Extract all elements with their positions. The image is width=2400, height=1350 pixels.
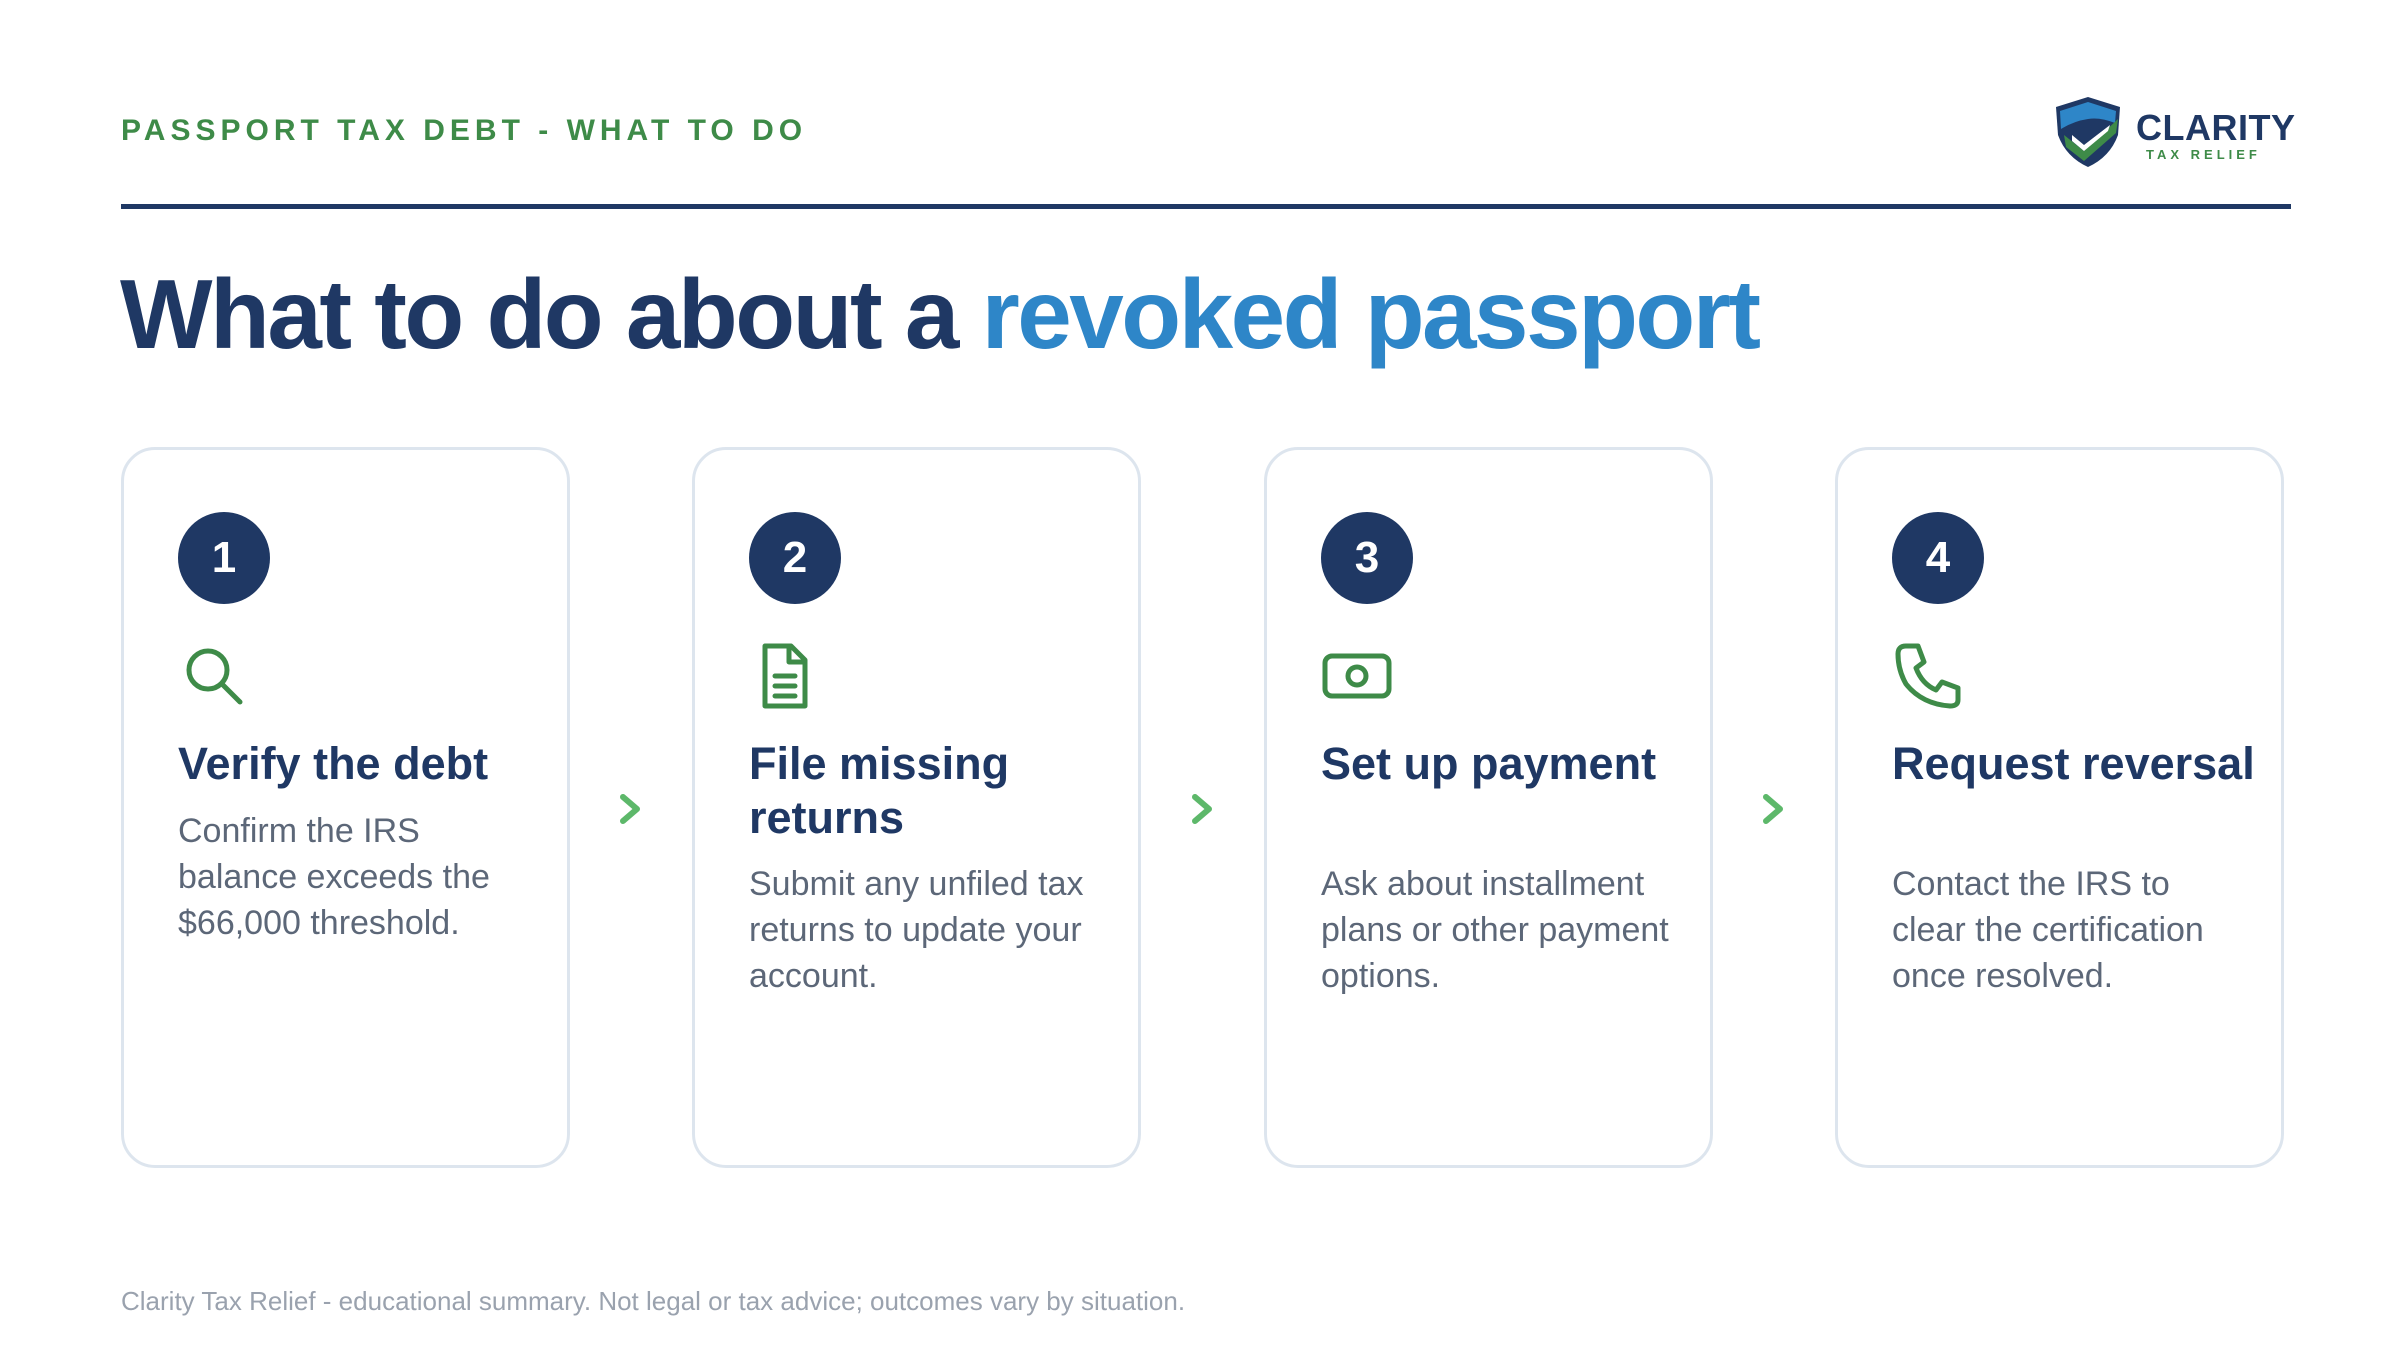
- clarity-logo: CLARITY TAX RELIEF: [2050, 95, 2295, 169]
- page-title-accent: revoked passport: [981, 259, 1761, 369]
- page-title: What to do about a revoked passport: [120, 258, 1761, 371]
- step-description: Confirm the IRS balance exceeds the $66,…: [178, 812, 490, 942]
- document-icon: [762, 643, 808, 709]
- header-divider: [121, 204, 2291, 209]
- step-title: File missing returns: [749, 738, 1010, 843]
- phone-icon: [1895, 643, 1961, 709]
- page-title-lead: What to do about a: [120, 259, 982, 369]
- money-icon: [1322, 653, 1392, 699]
- search-icon: [186, 648, 243, 705]
- chevron-right-icon: [1192, 794, 1212, 824]
- step-card-4: 4 Request reversal Contact the IRS to cl…: [1835, 447, 2284, 1168]
- step-title: Request reversal: [1892, 738, 2255, 789]
- step-number-badge: 1: [178, 512, 270, 604]
- step-number-badge: 2: [749, 512, 841, 604]
- step-title: Set up payment: [1321, 738, 1657, 789]
- step-card-1: 1 Verify the debt Confirm the IRS balanc…: [121, 447, 570, 1168]
- logo-wordmark: CLARITY: [2136, 107, 2296, 148]
- step-description: Ask about installment plans or other pay…: [1321, 865, 1669, 995]
- step-card-2: 2 File missing returns Submit any unfile…: [692, 447, 1141, 1168]
- chevron-right-icon: [620, 794, 640, 824]
- step-number-badge: 3: [1321, 512, 1413, 604]
- step-number-badge: 4: [1892, 512, 1984, 604]
- shield-check-icon: [2056, 97, 2120, 167]
- eyebrow-label: PASSPORT TAX DEBT - WHAT TO DO: [121, 114, 808, 147]
- chevron-right-icon: [1763, 794, 1783, 824]
- step-title: Verify the debt: [178, 738, 489, 789]
- step-card-3: 3 Set up payment Ask about installment p…: [1264, 447, 1713, 1168]
- logo-subtitle: TAX RELIEF: [2146, 147, 2261, 162]
- step-description: Submit any unfiled tax returns to update…: [749, 865, 1084, 995]
- footer-disclaimer: Clarity Tax Relief - educational summary…: [121, 1286, 1186, 1316]
- step-description: Contact the IRS to clear the certificati…: [1892, 865, 2204, 995]
